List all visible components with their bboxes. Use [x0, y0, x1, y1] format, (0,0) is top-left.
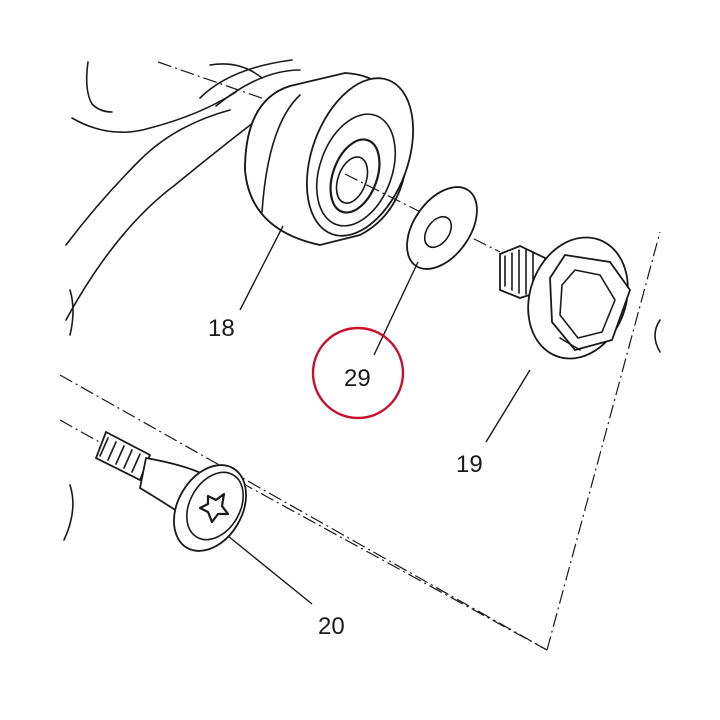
callout-washer: 29 [344, 365, 371, 392]
reference-lines [59, 61, 661, 651]
leader-lines [227, 225, 531, 605]
callout-roller: 18 [208, 315, 235, 342]
flange-bolt-part [499, 236, 632, 360]
callout-torx-bolt: 20 [318, 613, 345, 640]
callout-flange-bolt: 19 [456, 451, 483, 478]
roller-axis [344, 173, 501, 253]
housing-outline [63, 59, 661, 541]
torx-bolt-part [94, 430, 247, 552]
washer-part [406, 186, 478, 270]
highlight-circle [311, 326, 405, 420]
roller-part [244, 72, 415, 246]
